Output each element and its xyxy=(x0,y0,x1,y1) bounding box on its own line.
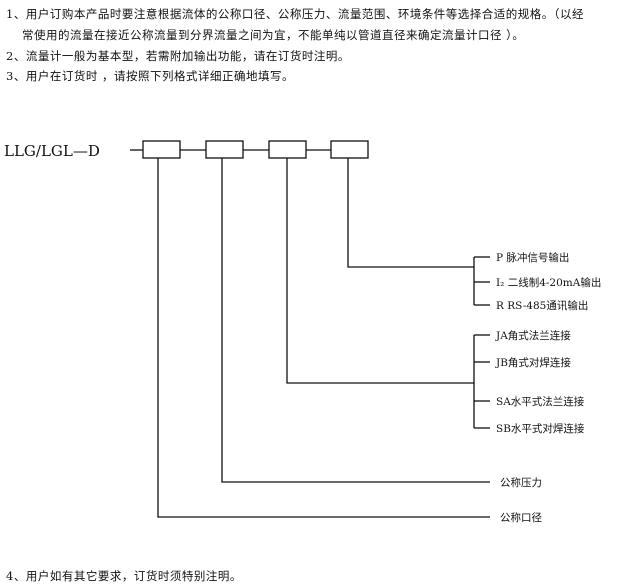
model-prefix: LLG/LGL—D xyxy=(4,142,100,160)
connection-option-sa: SA水平式法兰连接 xyxy=(496,395,585,408)
code-box-diameter xyxy=(142,140,181,159)
output-option-i2: I₂ 二线制4-20mA输出 xyxy=(496,276,601,289)
note-1-cont: 常使用的流量在接近公称流量到分界流量之间为宜，不能单纯以管道直径来确定流量计口径… xyxy=(22,28,525,42)
connection-option-ja: JA角式法兰连接 xyxy=(495,329,571,342)
note-3: 3、用户在订货时 ，请按照下列格式详细正确地填写。 xyxy=(6,69,294,83)
code-box-output xyxy=(330,140,369,159)
output-option-p: P 脉冲信号输出 xyxy=(496,251,569,264)
pressure-label: 公称压力 xyxy=(500,476,542,489)
connection-option-sb: SB水平式对焊连接 xyxy=(496,422,585,435)
leader-lines xyxy=(157,158,490,518)
code-box-connection xyxy=(268,140,307,159)
output-option-r: R RS-485通讯输出 xyxy=(496,299,588,312)
note-2: 2、流量计一般为基本型，若需附加输出功能，请在订货时注明。 xyxy=(6,49,350,63)
note-1: 1、用户订购本产品时要注意根据流体的公称口径、公称压力、流量范围、环境条件等选择… xyxy=(6,7,585,21)
diameter-label: 公称口径 xyxy=(500,511,542,524)
note-4: 4、用户如有其它要求，订货时须特别注明。 xyxy=(6,569,242,583)
connection-option-jb: JB角式对焊连接 xyxy=(495,356,571,369)
code-boxes xyxy=(130,140,369,159)
code-box-pressure xyxy=(205,140,244,159)
